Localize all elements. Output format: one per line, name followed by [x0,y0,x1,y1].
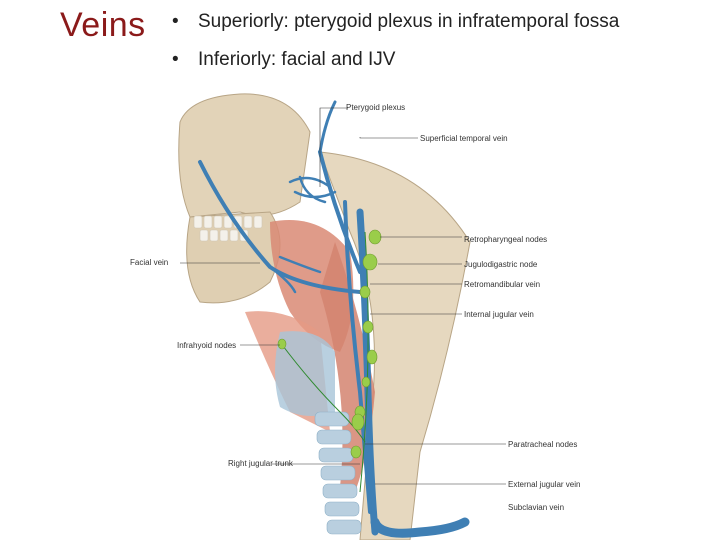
bullet-item: • Superiorly: pterygoid plexus in infrate… [172,12,619,32]
label-subclavian-vein: Subclavian vein [508,503,565,512]
label-internal-jugular-vein: Internal jugular vein [464,310,534,319]
label-facial-vein: Facial vein [130,258,169,267]
bullet-dot-icon: • [172,11,179,32]
subclavian-vein [370,517,470,538]
veins [198,100,470,538]
cervical-spine [319,151,471,540]
bullet-text: Inferiorly: facial and IJV [198,49,396,70]
label-jugulodigastric-node: Jugulodigastric node [464,260,538,269]
internal-jugular-vein [356,208,379,536]
leader-lines [180,107,506,485]
superficial-temporal-vein [318,100,337,154]
lymph-nodes [277,229,382,459]
label-retropharyngeal-nodes: Retropharyngeal nodes [464,235,548,244]
label-pterygoid-plexus: Pterygoid plexus [346,103,406,112]
label-right-jugular-trunk: Right jugular trunk [228,459,293,468]
label-paratracheal-nodes: Paratracheal nodes [508,440,578,449]
skull [178,93,311,218]
slide-title: Veins [60,6,146,44]
anatomy-illustration [120,92,620,540]
trachea [314,411,362,535]
label-infrahyoid-nodes: Infrahyoid nodes [177,341,237,350]
branch-vein [268,255,322,294]
bullet-dot-icon: • [172,49,179,70]
bullet-text: Superiorly: pterygoid plexus in infratem… [198,11,620,32]
label-external-jugular-vein: External jugular vein [508,480,581,489]
label-superficial-temporal-vein: Superficial temporal vein [420,134,508,143]
bullet-list: • Superiorly: pterygoid plexus in infrate… [172,12,619,88]
pterygoid-plexus [288,175,337,204]
bullet-item: • Inferiorly: facial and IJV [172,50,619,70]
lymphatic-vessels [279,231,369,493]
label-retromandibular-vein: Retromandibular vein [464,280,541,289]
external-jugular-vein [343,200,372,514]
head-neck-veins-drawing [178,93,506,540]
retromandibular-vein [318,150,362,274]
